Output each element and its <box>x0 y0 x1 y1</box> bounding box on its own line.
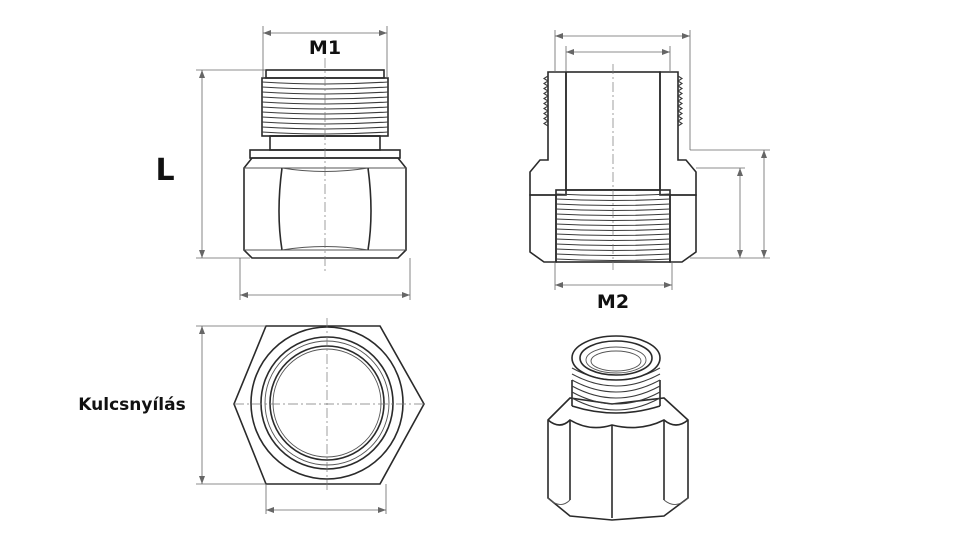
end-view: Kulcsnyílás <box>78 318 425 514</box>
isometric-view <box>547 335 689 521</box>
thread-line <box>555 203 671 207</box>
m2-dimension <box>554 262 673 290</box>
wrench-label: Kulcsnyílás <box>78 395 185 415</box>
thread-tooth-profile <box>542 75 550 127</box>
thread-line <box>261 126 389 130</box>
thread-line <box>571 373 661 387</box>
thread-line <box>555 223 671 227</box>
section-top-dimensions <box>554 30 691 150</box>
length-label: L <box>155 153 174 188</box>
thread-line <box>555 258 671 262</box>
front-view: M1 L <box>155 26 411 300</box>
thread-line <box>571 391 661 405</box>
thread-line <box>555 218 671 222</box>
section-side-dimensions <box>690 149 770 259</box>
thread-line <box>261 121 389 125</box>
thread-tooth-profile <box>676 75 684 127</box>
m1-dimension <box>262 26 388 78</box>
thread-line <box>555 253 671 257</box>
thread-line <box>571 379 661 393</box>
thread-line <box>261 91 389 95</box>
thread-line <box>571 397 661 411</box>
section-view: M2 <box>529 30 770 313</box>
m1-label: M1 <box>309 37 341 59</box>
thread-line <box>555 198 671 202</box>
m2-label: M2 <box>597 291 629 313</box>
thread-line <box>571 385 661 399</box>
length-dimension <box>196 69 266 259</box>
wrench-dimension <box>196 325 387 514</box>
hex-width-dimension <box>239 258 411 300</box>
thread-line <box>261 86 389 90</box>
